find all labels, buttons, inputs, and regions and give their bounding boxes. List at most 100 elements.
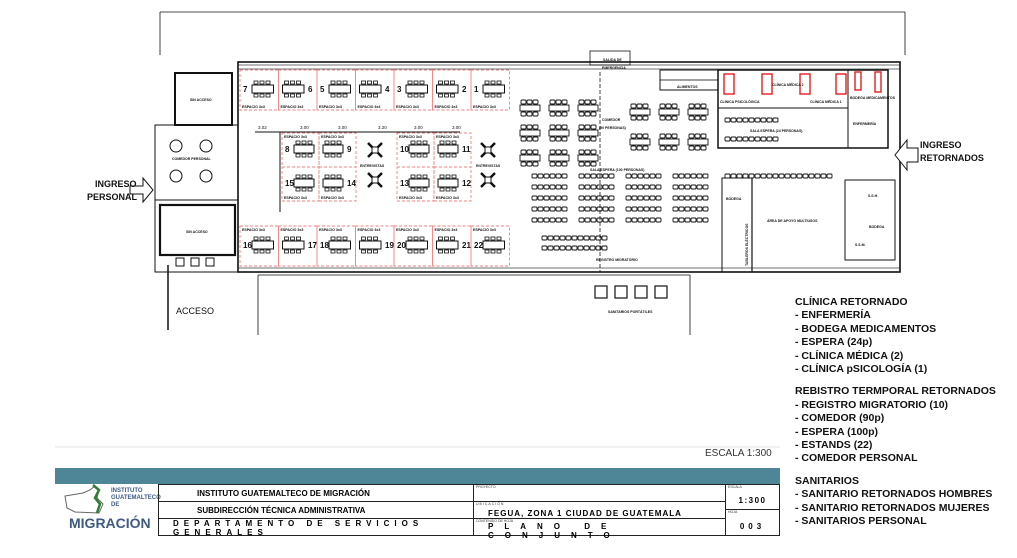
chair-icon — [543, 173, 550, 179]
chair-icon — [602, 217, 609, 223]
chair-icon — [684, 206, 691, 212]
comedor-label: COMEDOR — [602, 118, 621, 122]
dining-table — [519, 154, 541, 162]
dining-table — [629, 108, 651, 116]
chair-icon — [520, 136, 527, 142]
chair-icon — [671, 115, 678, 121]
dining-table — [548, 129, 570, 137]
ssh-label: S.S.H. — [868, 194, 878, 198]
chair-icon — [584, 161, 591, 167]
chair-icon — [643, 173, 650, 179]
entrevistas-label: ENTREVISTAS — [360, 164, 385, 168]
chair-icon — [526, 149, 533, 155]
stand-label: ESPACIO 3x3 — [473, 228, 496, 232]
logo-word: MIGRACIÓN — [69, 515, 151, 531]
chair-icon — [578, 184, 585, 190]
legend-section-title: SANITARIOS — [795, 474, 859, 487]
legend-section: REBISTRO TERMPORAL RETORNADOS- REGISTRO … — [795, 385, 996, 465]
chair-icon — [578, 195, 585, 201]
stand-label: ESPACIO 3x3 — [321, 135, 344, 139]
chair-icon — [561, 161, 568, 167]
furniture-layer — [169, 99, 833, 299]
chair-icon — [555, 173, 562, 179]
chair-icon — [690, 184, 697, 190]
title-block-bar — [55, 468, 780, 484]
legend-item: - ESPERA (24p) — [795, 336, 873, 349]
chair-icon — [678, 217, 685, 223]
chair-icon — [602, 195, 609, 201]
chair-icon — [684, 173, 691, 179]
dining-table — [629, 138, 651, 146]
title-block: INSTITUTO GUATEMALTECO DE MIGRACIÓN INST… — [55, 484, 780, 540]
chair-icon — [608, 206, 615, 212]
tableros-label: TABLEROS ELÉCTRICOS — [744, 223, 749, 266]
dining-table — [658, 138, 680, 146]
chair-icon — [590, 206, 597, 212]
stand-number: 16 — [243, 241, 252, 250]
chair-icon — [672, 217, 679, 223]
legend-item: - CLÍNICA MÉDICA (2) — [795, 349, 904, 362]
chair-icon — [543, 206, 550, 212]
chair-icon — [678, 184, 685, 190]
stand-number: 15 — [285, 179, 294, 188]
round-table — [199, 139, 213, 153]
chair-icon — [700, 145, 707, 151]
chair-icon — [642, 145, 649, 151]
stand-number: 10 — [400, 145, 409, 154]
stand-label: ESPACIO 3x3 — [436, 196, 459, 200]
chair-icon — [631, 184, 638, 190]
chair-icon — [541, 235, 548, 241]
chair-icon — [531, 184, 538, 190]
chair-icon — [655, 195, 662, 201]
legend-item: - SANITARIO RETORNADOS HOMBRES — [795, 488, 993, 501]
chair-icon — [531, 206, 538, 212]
stand-label: ESPACIO 3x3 — [396, 228, 419, 232]
chair-icon — [584, 111, 591, 117]
chair-icon — [649, 195, 656, 201]
comedor-label-2: (90 PERSONAS) — [599, 126, 626, 130]
chair-icon — [665, 133, 672, 139]
interview-table-icon — [367, 172, 383, 188]
sin-acceso-label: SIN ACCESO — [190, 98, 212, 102]
chair-icon — [543, 217, 550, 223]
chair-icon — [742, 173, 749, 179]
chair-icon — [589, 245, 596, 251]
chair-icon — [659, 145, 666, 151]
chair-icon — [608, 173, 615, 179]
chair-icon — [584, 149, 591, 155]
chair-icon — [637, 217, 644, 223]
dining-table — [577, 154, 599, 162]
chair-icon — [578, 161, 585, 167]
chair-icon — [724, 117, 731, 123]
chair-icon — [637, 206, 644, 212]
chair-icon — [596, 195, 603, 201]
chair-icon — [549, 111, 556, 117]
chair-icon — [649, 217, 656, 223]
ubicacion-caption: UBICACIÓN — [476, 502, 505, 506]
round-table — [169, 139, 183, 153]
chair-icon — [590, 217, 597, 223]
chair-icon — [590, 124, 597, 130]
dimension-label: 3.20 — [378, 125, 387, 130]
chair-icon — [561, 99, 568, 105]
chair-icon — [549, 136, 556, 142]
chair-icon — [655, 206, 662, 212]
chair-icon — [700, 133, 707, 139]
chair-icon — [584, 206, 591, 212]
chair-icon — [643, 184, 650, 190]
chair-icon — [690, 217, 697, 223]
stand-label: ESPACIO 3x3 — [358, 105, 381, 109]
chair-icon — [630, 103, 637, 109]
chair-icon — [590, 184, 597, 190]
bodega-medicamentos-label: BODEGA MEDICAMENTOS — [850, 96, 896, 100]
chair-icon — [659, 103, 666, 109]
